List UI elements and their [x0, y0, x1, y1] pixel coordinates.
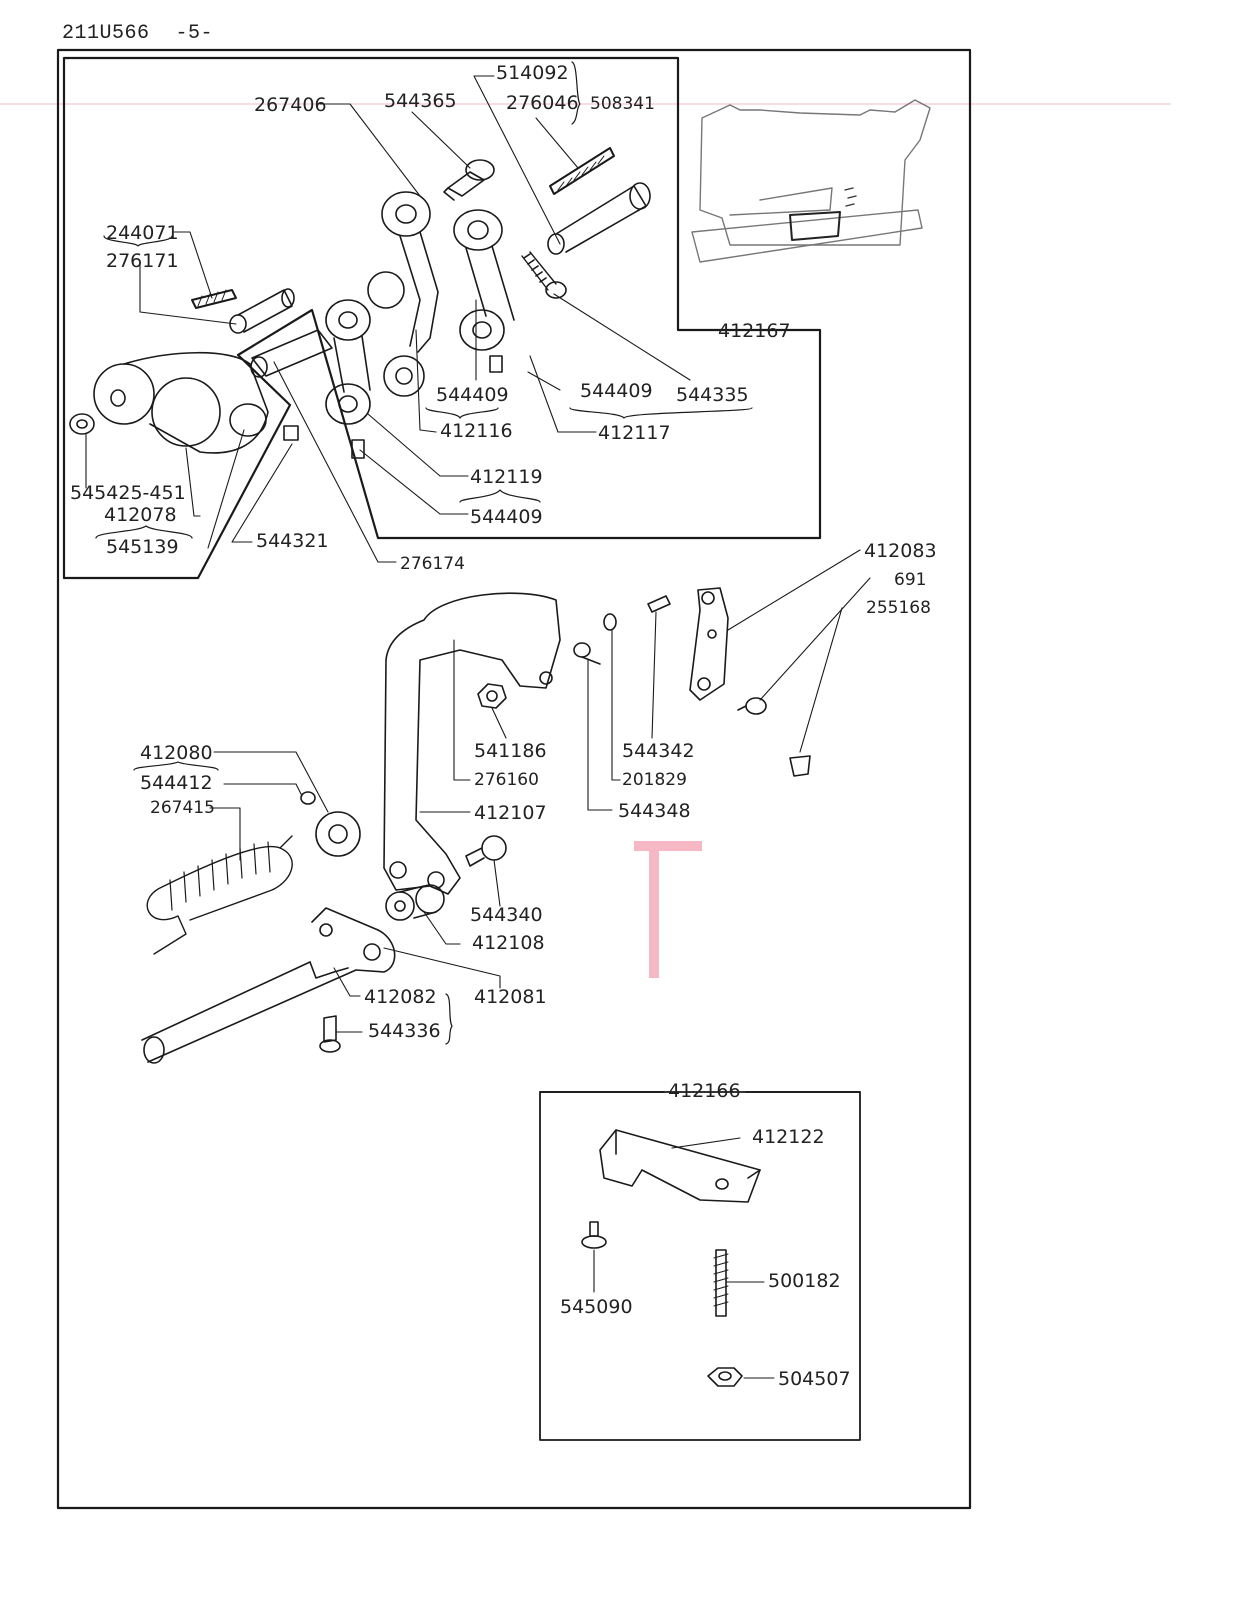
label-412116: 412116 — [440, 420, 513, 442]
label-412080: 412080 — [140, 742, 213, 764]
label-412166: 412166 — [668, 1080, 741, 1102]
label-412119: 412119 — [470, 466, 543, 488]
part-544365-screw — [443, 159, 495, 201]
label-412108: 412108 — [472, 932, 545, 954]
part-544340-stud — [465, 835, 507, 867]
label-544342: 544342 — [622, 740, 695, 762]
part-545425-nut — [69, 413, 95, 435]
part-504507-nut — [707, 1367, 743, 1387]
part-544348-screw — [573, 642, 601, 665]
label-267415: 267415 — [150, 798, 215, 818]
label-412083: 412083 — [864, 540, 937, 562]
leader-lines — [85, 75, 871, 1379]
label-544412: 544412 — [140, 772, 213, 794]
part-255168-cap — [789, 755, 811, 777]
part-412080-collar — [315, 811, 361, 857]
part-412078-crank — [93, 351, 269, 454]
label-276160: 276160 — [474, 770, 539, 790]
part-541186-nut — [477, 683, 507, 709]
label-412167: 412167 — [718, 320, 791, 342]
machine-sketch — [691, 99, 931, 263]
scan-artifact-marks — [634, 841, 702, 978]
part-544342-screw — [647, 595, 671, 613]
page-header: 211U566 -5- — [62, 22, 239, 45]
label-691: 691 — [894, 570, 927, 590]
label-544409-c: 544409 — [470, 506, 543, 528]
part-412107-lever — [383, 592, 561, 895]
part-545090-screw — [581, 1221, 607, 1249]
label-412117: 412117 — [598, 422, 671, 444]
label-201829: 201829 — [622, 770, 687, 790]
label-255168: 255168 — [866, 598, 931, 618]
label-508341: 508341 — [590, 94, 655, 114]
part-267415-spring — [146, 835, 293, 955]
label-276174: 276174 — [400, 554, 465, 574]
label-500182: 500182 — [768, 1270, 841, 1292]
label-544409-b: 544409 — [580, 380, 653, 402]
part-412119-link — [325, 299, 371, 425]
part-544336-screw — [319, 1015, 341, 1053]
label-412082: 412082 — [364, 986, 437, 1008]
label-544365: 544365 — [384, 90, 457, 112]
part-276046-wick — [549, 147, 615, 195]
part-691-screw — [737, 697, 767, 715]
part-412081-shaft — [141, 907, 396, 1064]
part-500182-stud — [713, 1249, 729, 1317]
label-514092: 514092 — [496, 62, 569, 84]
label-412081: 412081 — [474, 986, 547, 1008]
label-545425-451: 545425-451 — [70, 482, 186, 504]
part-514092-pin — [547, 182, 651, 255]
part-412083-bracket — [689, 587, 729, 701]
part-267406-link — [367, 191, 439, 397]
assembly-box-412166 — [539, 1091, 861, 1441]
part-244071-wick — [191, 289, 237, 309]
label-276046: 276046 — [506, 92, 579, 114]
part-412117-link — [453, 209, 515, 351]
part-544321-screw — [283, 425, 299, 441]
part-276171-pin — [229, 288, 295, 334]
part-544409-setscrews — [351, 355, 503, 459]
label-544340: 544340 — [470, 904, 543, 926]
label-544409-a: 544409 — [436, 384, 509, 406]
label-504507: 504507 — [778, 1368, 851, 1390]
label-545090: 545090 — [560, 1296, 633, 1318]
part-412108-bushing — [385, 884, 445, 921]
page-number: -5- — [175, 22, 214, 45]
label-544321: 544321 — [256, 530, 329, 552]
label-412122: 412122 — [752, 1126, 825, 1148]
label-244071: 244071 — [106, 222, 179, 244]
part-412122-clamp — [599, 1129, 761, 1203]
label-541186: 541186 — [474, 740, 547, 762]
braces — [95, 61, 753, 1045]
model-number: 211U566 — [62, 22, 150, 45]
label-412107: 412107 — [474, 802, 547, 824]
label-544348: 544348 — [618, 800, 691, 822]
part-544412-setscrew — [300, 791, 316, 805]
label-545139: 545139 — [106, 536, 179, 558]
part-201829-washer — [603, 613, 617, 631]
label-276171: 276171 — [106, 250, 179, 272]
label-544335: 544335 — [676, 384, 749, 406]
part-544335-screw — [521, 251, 567, 299]
label-544336: 544336 — [368, 1020, 441, 1042]
page-frame — [56, 48, 972, 1510]
label-412078: 412078 — [104, 504, 177, 526]
label-267406: 267406 — [254, 94, 327, 116]
